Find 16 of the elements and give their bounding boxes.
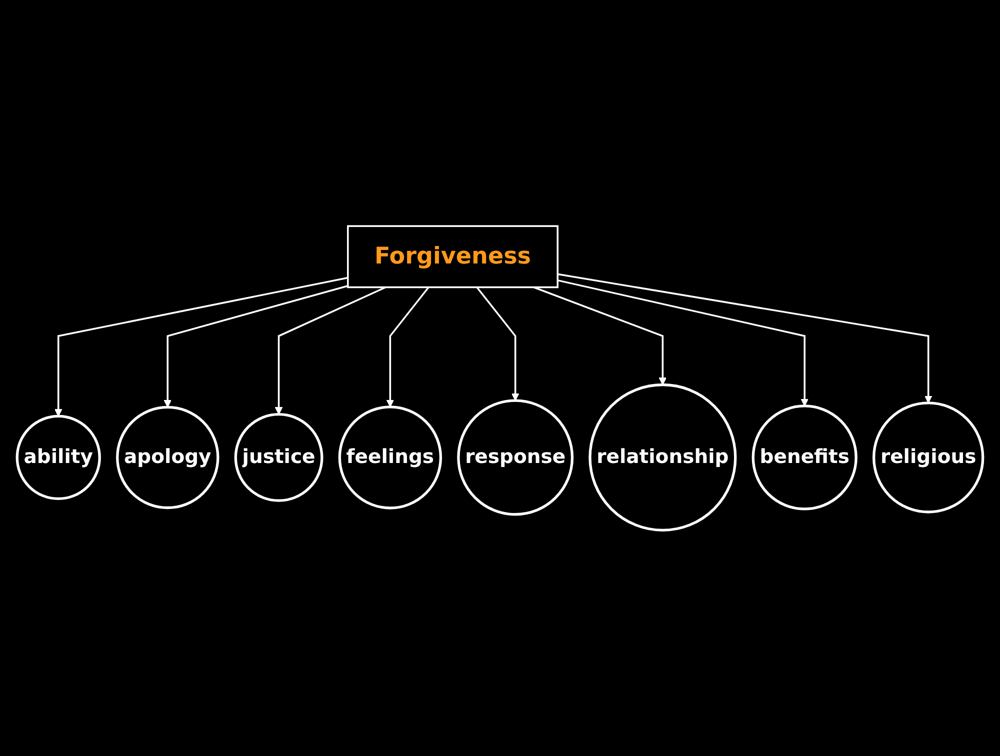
node-circle: benefits <box>752 404 858 510</box>
node-circle: feelings <box>338 405 442 510</box>
arrow <box>386 286 430 408</box>
arrow <box>557 273 932 404</box>
node-circle: apology <box>116 406 220 509</box>
arrow <box>557 279 809 406</box>
arrow <box>533 286 667 385</box>
node-box: Forgiveness <box>347 225 559 288</box>
arrow <box>54 276 348 416</box>
arrow <box>476 286 520 401</box>
node-circle: response <box>457 399 574 516</box>
arrow <box>164 284 348 408</box>
arrow <box>274 286 386 415</box>
node-circle: religious <box>872 401 984 514</box>
node-circle: relationship <box>588 383 737 532</box>
node-circle: ability <box>16 414 101 500</box>
